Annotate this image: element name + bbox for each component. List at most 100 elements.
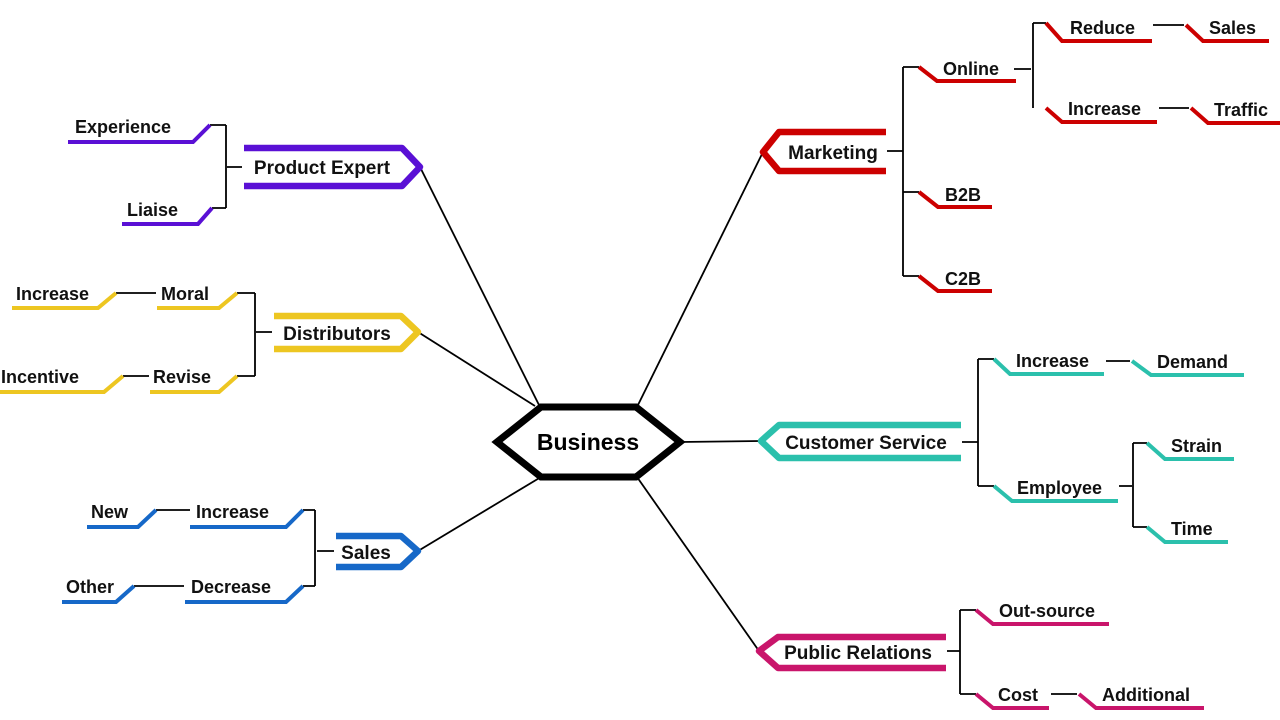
- customer-service-topic-label[interactable]: Customer Service: [785, 433, 947, 454]
- center-topic[interactable]: Business: [491, 403, 686, 481]
- node-increase-online[interactable]: Increase: [1044, 99, 1157, 124]
- additional-underline: [1077, 692, 1204, 710]
- node-increase-cs[interactable]: Increase: [992, 351, 1104, 376]
- b2b-label[interactable]: B2B: [945, 185, 981, 205]
- increase-distributors-underline: [12, 291, 118, 310]
- distributors-topic-shape[interactable]: [274, 312, 422, 353]
- increase-sales-underline: [190, 508, 305, 529]
- c2b-label[interactable]: C2B: [945, 269, 981, 289]
- branch-public-relations: Public Relations Out-source Cost Additio…: [755, 601, 1204, 710]
- node-demand[interactable]: Demand: [1130, 352, 1244, 377]
- decrease-label[interactable]: Decrease: [191, 577, 271, 597]
- moral-underline: [157, 291, 239, 310]
- node-reduce[interactable]: Reduce: [1044, 18, 1152, 43]
- experience-label[interactable]: Experience: [75, 117, 171, 137]
- branch-product-expert: Product Expert Experience Liaise: [68, 117, 424, 226]
- node-liaise[interactable]: Liaise: [122, 200, 214, 226]
- branch-sales: Sales Increase New Decrease Other: [62, 502, 422, 604]
- node-revise[interactable]: Revise: [150, 367, 239, 394]
- liaise-label[interactable]: Liaise: [127, 200, 178, 220]
- increase-distributors-label[interactable]: Increase: [16, 284, 89, 304]
- connector-business-distributors: [417, 331, 536, 407]
- out-source-underline: [974, 608, 1109, 626]
- connector-business-product-expert: [419, 166, 541, 408]
- increase-online-underline: [1044, 106, 1157, 124]
- incentive-label[interactable]: Incentive: [1, 367, 79, 387]
- traffic-underline: [1189, 106, 1280, 125]
- node-traffic[interactable]: Traffic: [1189, 100, 1280, 125]
- distributors-wires: [116, 292, 272, 377]
- node-increase-sales[interactable]: Increase: [190, 502, 305, 529]
- increase-cs-label[interactable]: Increase: [1016, 351, 1089, 371]
- node-time[interactable]: Time: [1145, 519, 1228, 544]
- connector-business-customer-service: [679, 440, 762, 443]
- incentive-underline: [0, 374, 125, 394]
- node-increase-distributors[interactable]: Increase: [12, 284, 118, 310]
- increase-online-label[interactable]: Increase: [1068, 99, 1141, 119]
- branch-distributors: Distributors Moral Increase Revise Incen…: [0, 284, 422, 394]
- sales-leaf-label[interactable]: Sales: [1209, 18, 1256, 38]
- employee-label[interactable]: Employee: [1017, 478, 1102, 498]
- strain-label[interactable]: Strain: [1171, 436, 1222, 456]
- traffic-label[interactable]: Traffic: [1214, 100, 1268, 120]
- node-decrease[interactable]: Decrease: [185, 577, 305, 604]
- business-hexagon-shape[interactable]: [491, 403, 686, 481]
- revise-label[interactable]: Revise: [153, 367, 211, 387]
- b2b-underline: [917, 190, 992, 209]
- online-underline: [917, 65, 1016, 83]
- time-underline: [1145, 525, 1228, 544]
- cost-underline: [974, 692, 1049, 710]
- employee-underline: [992, 484, 1118, 503]
- customer-service-wires: [962, 358, 1147, 528]
- node-additional[interactable]: Additional: [1077, 685, 1204, 710]
- node-online[interactable]: Online: [917, 59, 1016, 83]
- liaise-underline: [122, 206, 214, 226]
- radial-connectors: [417, 151, 764, 652]
- time-label[interactable]: Time: [1171, 519, 1213, 539]
- moral-label[interactable]: Moral: [161, 284, 209, 304]
- reduce-underline: [1044, 21, 1152, 43]
- node-c2b[interactable]: C2B: [917, 269, 992, 293]
- revise-underline: [150, 374, 239, 394]
- node-other[interactable]: Other: [62, 577, 136, 604]
- new-label[interactable]: New: [91, 502, 129, 522]
- product-expert-topic-shape[interactable]: [244, 144, 424, 190]
- other-underline: [62, 584, 136, 604]
- node-sales-leaf[interactable]: Sales: [1184, 18, 1269, 43]
- online-label[interactable]: Online: [943, 59, 999, 79]
- out-source-label[interactable]: Out-source: [999, 601, 1095, 621]
- node-out-source[interactable]: Out-source: [974, 601, 1109, 626]
- cost-label[interactable]: Cost: [998, 685, 1038, 705]
- experience-underline: [68, 123, 212, 144]
- node-employee[interactable]: Employee: [992, 478, 1118, 503]
- connector-business-public-relations: [636, 476, 760, 652]
- branch-customer-service: Customer Service Increase Demand Employe…: [757, 351, 1244, 544]
- other-label[interactable]: Other: [66, 577, 114, 597]
- customer-service-topic-shape[interactable]: [757, 421, 961, 462]
- sales-topic-shape[interactable]: [336, 532, 422, 571]
- node-incentive[interactable]: Incentive: [0, 367, 125, 394]
- increase-cs-underline: [992, 357, 1104, 376]
- increase-sales-label[interactable]: Increase: [196, 502, 269, 522]
- node-moral[interactable]: Moral: [157, 284, 239, 310]
- node-cost[interactable]: Cost: [974, 685, 1049, 710]
- node-b2b[interactable]: B2B: [917, 185, 992, 209]
- product-expert-topic-label[interactable]: Product Expert: [254, 158, 391, 179]
- demand-underline: [1130, 359, 1244, 377]
- demand-label[interactable]: Demand: [1157, 352, 1228, 372]
- node-experience[interactable]: Experience: [68, 117, 212, 144]
- marketing-topic-shape[interactable]: [759, 128, 886, 175]
- business-label[interactable]: Business: [537, 429, 639, 455]
- public-relations-topic-label[interactable]: Public Relations: [784, 643, 932, 664]
- distributors-topic-label[interactable]: Distributors: [283, 324, 391, 345]
- new-underline: [87, 508, 158, 529]
- marketing-topic-label[interactable]: Marketing: [788, 143, 878, 164]
- additional-label[interactable]: Additional: [1102, 685, 1190, 705]
- node-strain[interactable]: Strain: [1145, 436, 1234, 461]
- public-relations-topic-shape[interactable]: [755, 633, 946, 672]
- sales-topic-label[interactable]: Sales: [341, 543, 391, 564]
- sales-wires: [134, 509, 334, 587]
- reduce-label[interactable]: Reduce: [1070, 18, 1135, 38]
- node-new[interactable]: New: [87, 502, 158, 529]
